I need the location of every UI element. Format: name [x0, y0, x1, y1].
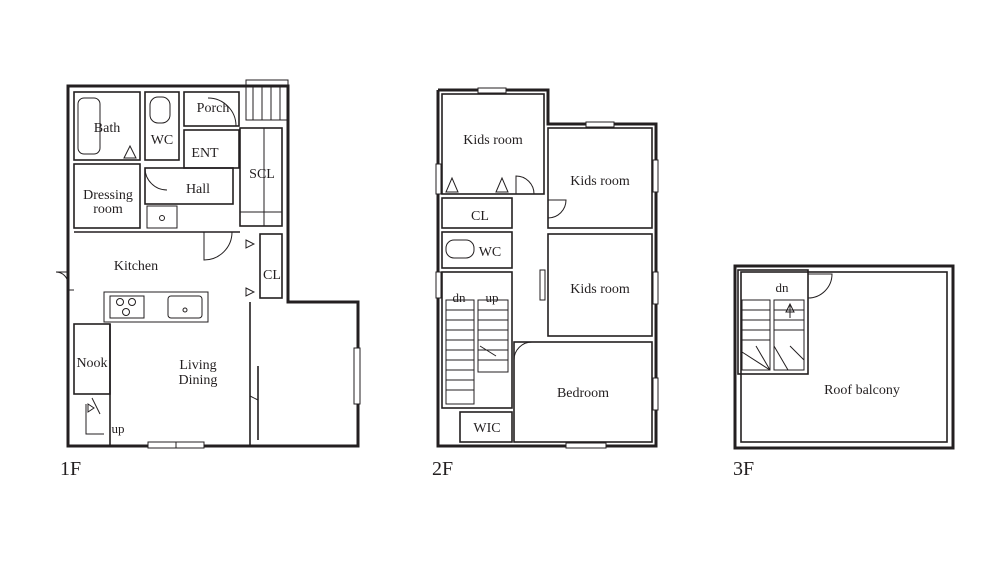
closet-label: CL — [263, 268, 281, 283]
floor-plan-2f: Kids room Kids room Kids room CL WC dn u… — [435, 87, 659, 449]
floor-plan-1f: Bath WC Porch ENT Dressing room Hall SCL… — [55, 79, 361, 449]
wic-label: WIC — [473, 421, 500, 436]
kitchen-label: Kitchen — [114, 259, 158, 274]
stair-up-label-2f: up — [486, 290, 499, 305]
closet-label-2f: CL — [471, 209, 489, 224]
stair-up-label: up — [112, 421, 125, 436]
living-label: Living — [179, 358, 216, 373]
wc-label: WC — [151, 133, 174, 148]
dressing-label-line2: room — [93, 202, 123, 217]
floor-label-2f: 2F — [432, 458, 453, 480]
bath-label: Bath — [94, 121, 120, 136]
stair-dn-label-3f: dn — [776, 280, 790, 295]
wc-label-2f: WC — [479, 245, 502, 260]
kids-room-2-label: Kids room — [570, 174, 630, 189]
scl-label: SCL — [249, 167, 275, 182]
roof-balcony-label: Roof balcony — [824, 383, 900, 398]
kids-room-3-label: Kids room — [570, 282, 630, 297]
stair-dn-label: dn — [453, 290, 467, 305]
floor-plan-3f: dn Roof balcony — [733, 264, 955, 450]
bedroom-label: Bedroom — [557, 386, 609, 401]
dressing-label-line1: Dressing — [83, 188, 133, 203]
nook-label: Nook — [76, 356, 107, 371]
porch-label: Porch — [197, 101, 230, 116]
floor-label-1f: 1F — [60, 458, 81, 480]
ent-label: ENT — [191, 146, 219, 161]
dining-label: Dining — [179, 373, 218, 388]
hall-label: Hall — [186, 182, 210, 197]
floor-label-3f: 3F — [733, 458, 754, 480]
kids-room-1-label: Kids room — [463, 133, 523, 148]
